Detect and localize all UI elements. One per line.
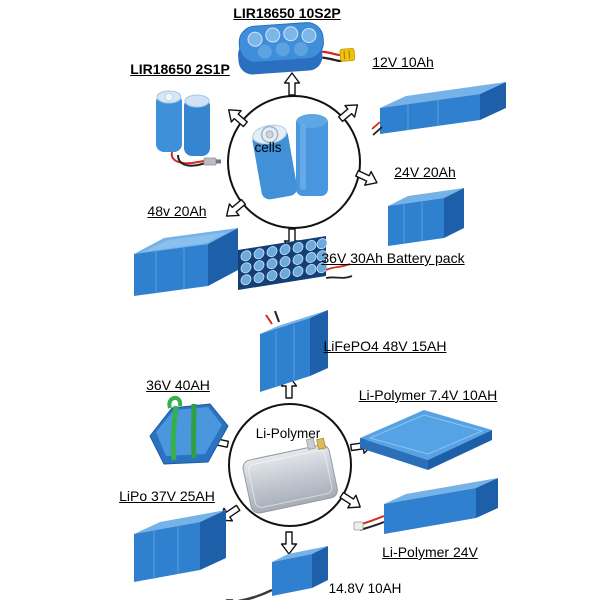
- label-pack-lifepo4: LiFePO4 48V 15AH: [323, 338, 447, 354]
- pack-36v-illustration: [238, 236, 353, 290]
- strap-green: [170, 405, 179, 461]
- arrow-down-left-icon: [221, 195, 249, 223]
- label-hub-lipolymer: Li-Polymer: [255, 426, 321, 441]
- pack-24v-lipo-illustration: [353, 478, 498, 534]
- wire-red: [170, 151, 205, 165]
- pack-48v-illustration: [134, 228, 238, 296]
- bottom-hub-circle: [228, 403, 352, 527]
- connector-white: [353, 521, 364, 531]
- center-cells-illustration: [252, 114, 328, 200]
- top-hub-circle: [227, 95, 361, 229]
- wire-black: [274, 310, 280, 323]
- arrow-up-right-icon: [335, 98, 363, 126]
- pouch-tab: [305, 437, 316, 451]
- wire-red: [371, 121, 381, 130]
- wire-red: [361, 515, 385, 525]
- pack-36v40-illustration: [149, 396, 229, 465]
- pack-2s1p-illustration: [156, 90, 221, 167]
- wire-red: [265, 314, 273, 325]
- pack-148v-illustration: [226, 546, 328, 600]
- wire-black: [177, 154, 207, 167]
- arrow-down-icon: [280, 531, 298, 555]
- pack-37v-illustration: [134, 510, 226, 582]
- wire-black: [322, 56, 344, 63]
- label-pack-37v: LiPo 37V 25AH: [119, 488, 215, 504]
- label-hub-cells: cells: [254, 140, 282, 155]
- wire-black: [325, 275, 353, 279]
- label-pack-10s2p: LIR18650 10S2P: [233, 5, 341, 21]
- wire-red: [321, 50, 343, 57]
- label-pack-12v: 12V 10Ah: [372, 54, 434, 70]
- arrow-up-icon: [283, 72, 301, 96]
- pack-74v-illustration: [360, 410, 492, 470]
- pack-24v-illustration: [388, 188, 464, 246]
- label-pack-36v: 36V 30Ah Battery pack: [321, 250, 465, 266]
- connector-silver: [203, 157, 217, 166]
- arrow-down-right-icon: [336, 488, 366, 514]
- label-pack-2s1p: LIR18650 2S1P: [130, 61, 230, 77]
- connector-yellow: [339, 48, 356, 62]
- wire-red: [325, 263, 351, 271]
- cable-black: [237, 588, 273, 600]
- pack-10s2p-illustration: [238, 22, 356, 75]
- pouch-tab: [316, 437, 327, 450]
- pack-12v-illustration: [371, 82, 506, 136]
- center-lipolymer-illustration: [242, 437, 338, 514]
- wire-black: [372, 126, 383, 136]
- label-pack-148v: 14.8V 10AH: [328, 581, 402, 596]
- pack-lifepo4-illustration: [260, 310, 328, 392]
- label-pack-36v40: 36V 40AH: [146, 377, 210, 393]
- label-pack-48v: 48v 20Ah: [147, 203, 207, 219]
- label-pack-74v: Li-Polymer 7.4V 10AH: [358, 387, 498, 403]
- label-pack-24v: 24V 20Ah: [394, 164, 456, 180]
- label-pack-24v-lipo: Li-Polymer 24V: [382, 544, 478, 560]
- strap-green-loop: [167, 396, 183, 409]
